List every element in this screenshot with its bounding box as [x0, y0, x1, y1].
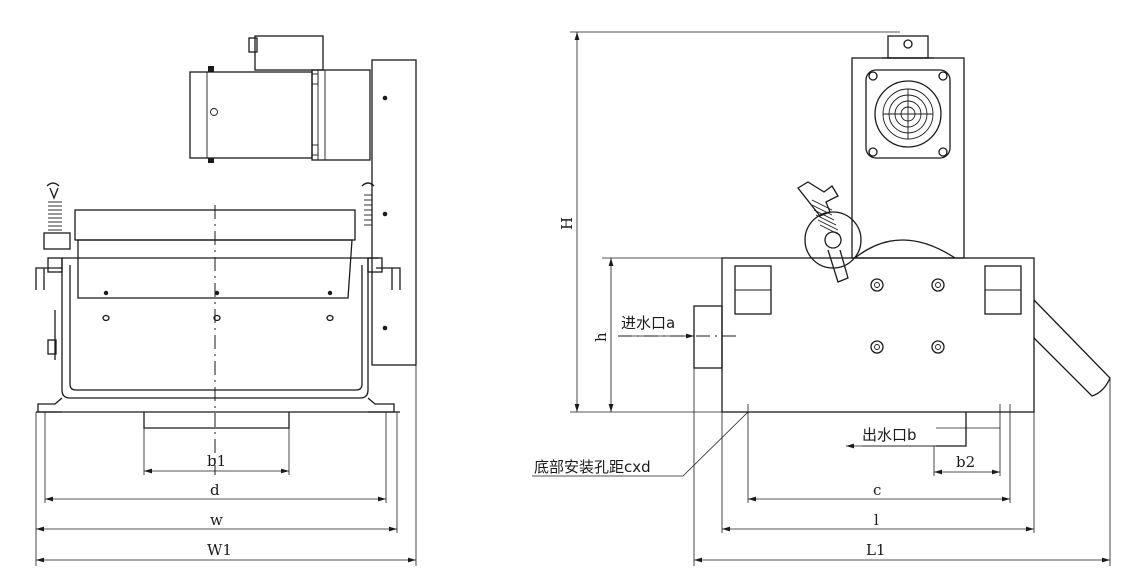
label-b2: b2 — [956, 453, 975, 471]
label-d: d — [210, 481, 220, 499]
tank-body — [721, 257, 1035, 413]
label-h: h — [592, 332, 610, 342]
filter-box — [35, 209, 401, 413]
terminal-box — [887, 35, 929, 59]
mounting-leader — [682, 411, 749, 477]
label-H: H — [558, 217, 576, 230]
label-mounting: 底部安装孔距cxd — [534, 458, 651, 476]
outlet-pipe — [936, 412, 967, 447]
mounting-plate — [371, 59, 417, 366]
inlet-flange — [693, 305, 723, 369]
label-L1: L1 — [866, 541, 886, 559]
label-w: w — [210, 511, 223, 529]
label-inlet: 进水口a — [621, 314, 675, 332]
label-W1: W1 — [207, 541, 232, 559]
outlet-spout — [143, 412, 290, 429]
side-view: H h 进水口a 出水口b b2 c l L1 底部安装孔距cxd — [532, 31, 1111, 566]
label-b1: b1 — [207, 452, 226, 470]
label-l: l — [874, 511, 879, 529]
tension-spring-left — [43, 182, 71, 250]
motor-fan — [865, 69, 951, 159]
front-view: b1 d w W1 — [35, 35, 417, 566]
tension-spring-right — [361, 182, 375, 226]
discharge-chute — [1033, 299, 1111, 397]
label-outlet: 出水口b — [862, 426, 917, 444]
motor — [189, 35, 371, 163]
label-c: c — [873, 481, 881, 499]
drum — [854, 239, 956, 259]
tension-wheel — [797, 181, 862, 283]
